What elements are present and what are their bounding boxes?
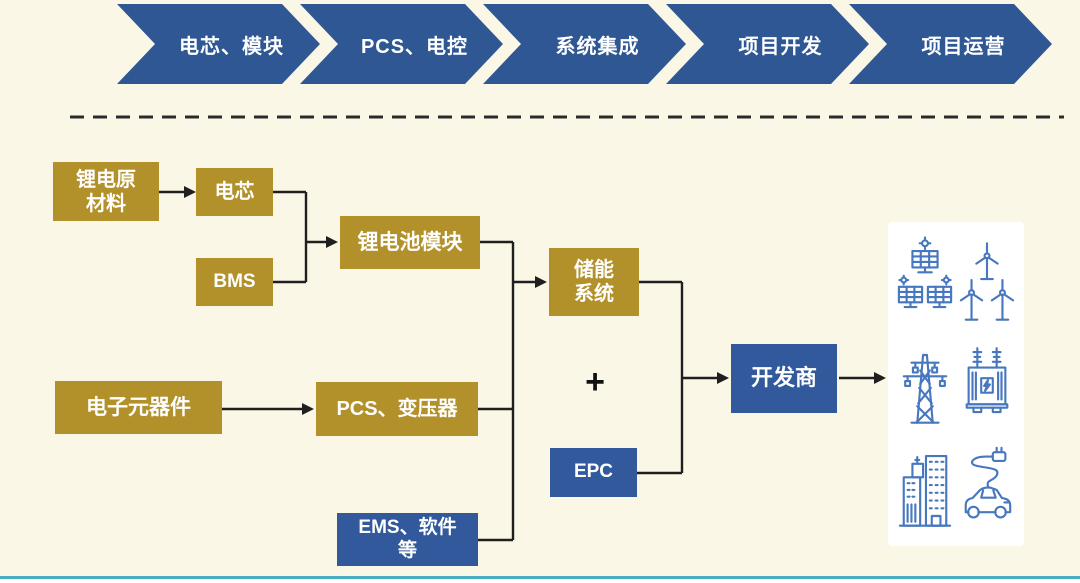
transmission-tower-icon	[896, 340, 954, 428]
process-step-label: 系统集成	[555, 35, 640, 58]
process-step-label: PCS、电控	[360, 35, 469, 58]
plus-sign: +	[585, 362, 605, 401]
solar-panels-icon	[896, 235, 954, 327]
bottom-margin	[0, 579, 1080, 583]
node-developer: 开发商	[731, 344, 837, 413]
applications-panel	[888, 222, 1024, 546]
node-cell: 电芯	[196, 168, 273, 216]
city-buildings-icon	[896, 443, 954, 531]
node-epc: EPC	[550, 448, 637, 497]
node-ems-software: EMS、软件 等	[337, 513, 478, 566]
node-bms: BMS	[196, 258, 273, 306]
transformer-icon	[958, 340, 1016, 428]
node-pcs-transformer: PCS、变压器	[316, 382, 478, 436]
node-battery-module: 锂电池模块	[340, 216, 480, 269]
node-electronic-components: 电子元器件	[55, 381, 222, 434]
process-step-label: 电芯、模块	[179, 35, 284, 58]
node-raw-materials: 锂电原 材料	[53, 162, 159, 221]
process-step-project-operation: 项目运营	[849, 4, 1052, 84]
wind-turbines-icon	[958, 235, 1016, 327]
ev-charging-icon	[958, 443, 1016, 531]
process-step-label: 项目开发	[738, 35, 823, 58]
process-step-label: 项目运营	[921, 35, 1006, 58]
bottom-accent-line	[0, 576, 1080, 579]
node-storage-system: 储能 系统	[549, 248, 639, 316]
